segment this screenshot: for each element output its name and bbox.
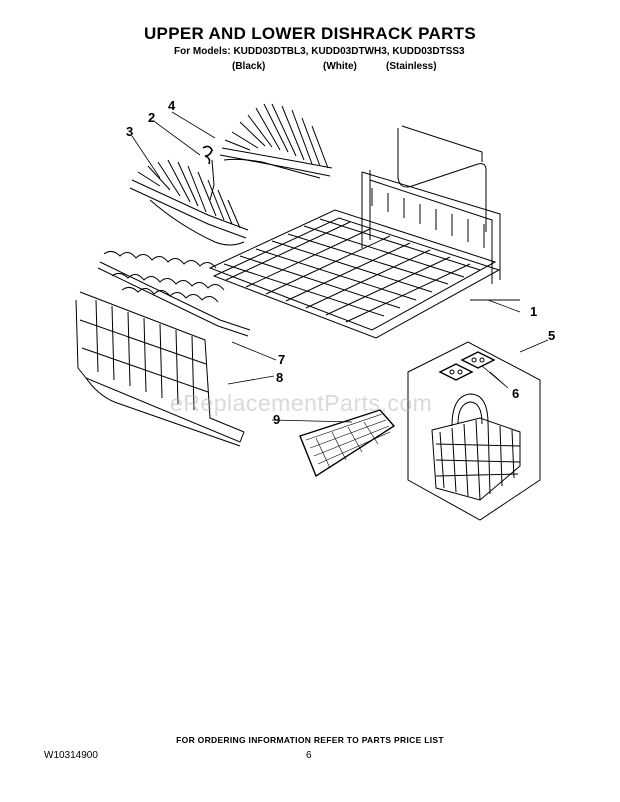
basket-covers-part-6 (438, 351, 496, 381)
variant-stainless: (Stainless) (386, 61, 437, 72)
ordering-note: FOR ORDERING INFORMATION REFER TO PARTS … (176, 735, 444, 745)
callout-5: 5 (548, 328, 555, 343)
upper-rack-part-1 (208, 125, 520, 339)
page-number: 6 (306, 750, 312, 761)
silverware-basket-part-5 (407, 341, 541, 521)
callout-3: 3 (126, 124, 133, 139)
callout-9: 9 (273, 412, 280, 427)
callout-7: 7 (278, 352, 285, 367)
callout-1: 1 (530, 304, 537, 319)
callout-6: 6 (512, 386, 519, 401)
variant-black: (Black) (232, 61, 266, 72)
lower-tine-row-part-8 (75, 291, 245, 447)
upper-tine-row-part-4 (219, 103, 333, 179)
callout-4: 4 (168, 98, 176, 113)
variant-white: (White) (323, 61, 357, 72)
lower-tine-row-part-7 (97, 250, 251, 337)
filter-panel-part-9 (299, 409, 396, 478)
page-title: UPPER AND LOWER DISHRACK PARTS (143, 24, 476, 43)
upper-tine-row-part-3 (129, 159, 249, 246)
callout-8: 8 (276, 370, 283, 385)
leader-lines (131, 111, 549, 423)
watermark: eReplacementParts.com (170, 390, 433, 416)
model-list: For Models: KUDD03DTBL3, KUDD03DTWH3, KU… (174, 46, 465, 57)
document-number: W10314900 (44, 750, 98, 761)
clip-part-2 (202, 145, 213, 165)
callout-2: 2 (148, 110, 155, 125)
